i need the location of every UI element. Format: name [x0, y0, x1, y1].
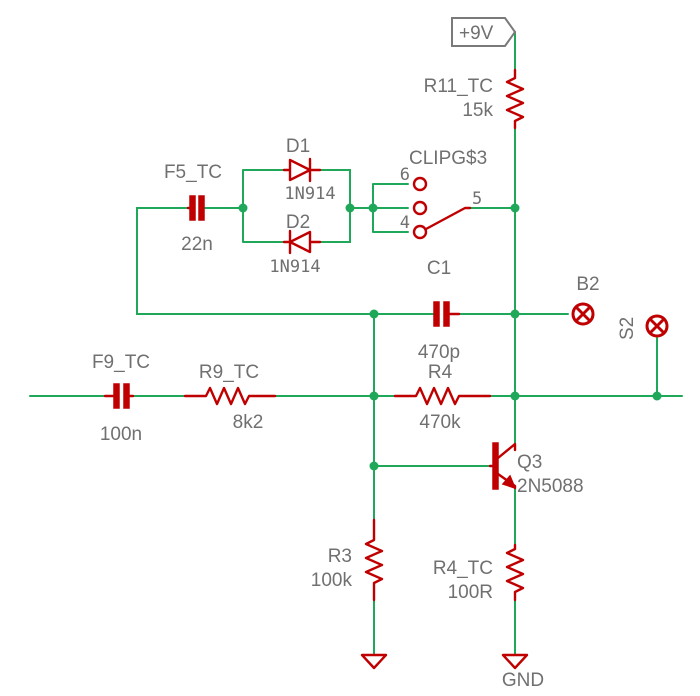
diode-d2: D2 1N914 — [269, 212, 322, 277]
switch-pin5: 5 — [472, 189, 482, 209]
ground-symbol-right: GND — [501, 653, 544, 691]
switch-clipg3: CLIPG$3 6 4 5 — [400, 148, 487, 240]
f9-value: 100n — [100, 424, 142, 445]
r4tc-value: 100R — [448, 582, 493, 603]
q3-value: 2N5088 — [517, 476, 584, 497]
resistor-r4tc: R4_TC 100R — [433, 543, 525, 603]
switch-contact — [412, 176, 428, 192]
r4tc-name: R4_TC — [433, 558, 493, 579]
s2-name: S2 — [617, 317, 638, 340]
junction-dot — [369, 309, 379, 319]
terminal-ring — [571, 302, 595, 326]
diode-symbol — [282, 229, 322, 255]
capacitor-f5: F5_TC 22n — [164, 162, 222, 255]
diode-symbol — [282, 157, 322, 183]
cap-plate — [189, 195, 196, 221]
f5-name: F5_TC — [164, 162, 222, 183]
switch-pin4: 4 — [400, 213, 410, 233]
resistor-r9: R9_TC 8k2 — [183, 362, 277, 433]
r4-name: R4 — [428, 362, 453, 383]
wire-f5-loop — [136, 207, 375, 315]
ground-symbol-left — [360, 653, 388, 670]
junction-dot — [652, 391, 662, 401]
b2-name: B2 — [576, 274, 599, 295]
resistor-symbol — [505, 543, 525, 602]
resistor-symbol — [505, 68, 525, 130]
resistor-r11: R11_TC 15k — [424, 68, 525, 130]
supply-label: +9V — [459, 23, 494, 44]
junction-dot — [369, 391, 379, 401]
cap-plate — [198, 195, 205, 221]
collector-lead — [496, 442, 517, 460]
f5-value: 22n — [181, 234, 213, 255]
terminal-cross — [648, 317, 666, 335]
r4-value: 470k — [419, 412, 461, 433]
resistor-symbol — [393, 386, 492, 406]
capacitor-c1: C1 470p — [418, 258, 461, 363]
diode-d1: D1 1N914 — [282, 136, 336, 204]
junction-dot — [510, 391, 520, 401]
switch-name: CLIPG$3 — [409, 148, 487, 169]
switch-contact — [412, 224, 428, 240]
resistor-r3: R3 100k — [311, 518, 384, 602]
switch-contact — [412, 200, 428, 216]
junction-dot — [368, 203, 378, 213]
emitter-arrow — [501, 474, 517, 490]
capacitor-f9: F9_TC 100n — [92, 352, 150, 445]
transistor-q3: Q3 2N5088 — [488, 442, 584, 497]
terminal-b2: B2 — [571, 274, 600, 326]
resistor-r4: R4 470k — [393, 362, 492, 433]
d1-value: 1N914 — [284, 184, 335, 204]
base-bar — [492, 442, 499, 490]
r9-name: R9_TC — [199, 362, 259, 383]
junction-dot — [345, 203, 355, 213]
ground-icon — [501, 653, 529, 670]
junction-dot — [510, 203, 520, 213]
f9-name: F9_TC — [92, 352, 150, 373]
d2-name: D2 — [286, 212, 310, 233]
junctions — [238, 203, 662, 471]
resistor-symbol — [364, 518, 384, 602]
cap-plate — [433, 301, 440, 327]
cap-plate — [113, 383, 120, 409]
ground-label: GND — [502, 670, 544, 691]
ground-icon — [360, 653, 388, 670]
wires — [29, 31, 683, 656]
q3-name: Q3 — [517, 452, 542, 473]
terminal-ring — [645, 314, 669, 338]
r3-value: 100k — [311, 570, 353, 591]
supply-flag: +9V — [451, 17, 517, 47]
junction-dot — [510, 309, 520, 319]
r9-value: 8k2 — [233, 412, 264, 433]
terminal-cross — [574, 305, 592, 323]
supply-flag-shape — [451, 17, 517, 47]
r11-name: R11_TC — [424, 76, 493, 97]
junction-dot — [238, 203, 248, 213]
c1-name: C1 — [427, 258, 451, 279]
terminal-s2: S2 — [617, 314, 669, 340]
wire-base — [373, 313, 491, 521]
r3-name: R3 — [328, 546, 352, 567]
c1-value: 470p — [418, 342, 460, 363]
d2-value: 1N914 — [269, 257, 320, 277]
switch-lever — [424, 206, 472, 231]
junction-dot — [369, 461, 379, 471]
switch-pin6: 6 — [400, 165, 410, 185]
d1-name: D1 — [286, 136, 310, 157]
r11-value: 15k — [462, 100, 493, 121]
resistor-symbol — [183, 386, 277, 406]
